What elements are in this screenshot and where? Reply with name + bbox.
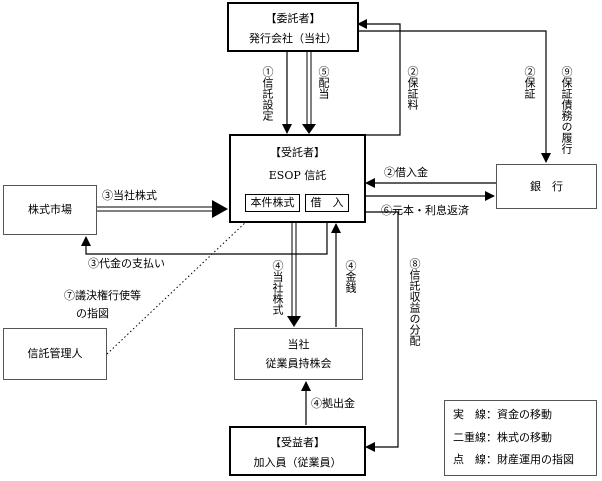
- arrow-distribution: [365, 211, 399, 452]
- label-voting-instruction-2: の指図: [76, 307, 109, 320]
- label-contribution: ④拠出金: [311, 397, 355, 410]
- arrow-voting-instruction: [106, 218, 250, 355]
- trustee-shares-cell: 本件株式: [245, 194, 300, 212]
- trustee-role: 【受託者】: [270, 146, 325, 159]
- label-loan: ②借入金: [384, 166, 428, 179]
- beneficiary-name: 加入員（従業員）: [253, 456, 342, 469]
- trustor-role: 【委託者】: [265, 12, 321, 25]
- trust-admin-name: 信託管理人: [27, 347, 83, 360]
- arrow-esop-shares-head: [287, 316, 301, 327]
- label-guarantee-fee: ②保証料: [406, 66, 419, 110]
- trustee-loan-cell: 借 入: [305, 194, 349, 212]
- esop-association-box: 当社 従業員持株会: [234, 328, 363, 380]
- trustee-name: ESOP 信託: [268, 169, 327, 182]
- label-guarantee-performance: ⑨保証債務の履行: [560, 66, 573, 154]
- arrow-guarantee: [358, 30, 551, 163]
- stock-market-box: 株式市場: [3, 185, 97, 235]
- label-esop-shares: ④当社株式: [271, 260, 284, 315]
- arrow-market-shares-head: [212, 200, 228, 218]
- esop-association-line2: 従業員持株会: [265, 357, 332, 370]
- legend-box: 実 線：資金の移動 二重線：株式の移動 点 線：財産運用の指図: [444, 400, 597, 476]
- label-trust-setting: ①信託設定: [261, 66, 274, 121]
- stock-market-name: 株式市場: [28, 203, 72, 216]
- legend-solid: 実 線：資金の移動: [453, 408, 552, 421]
- label-distribution: ⑧信託収益の分配: [408, 258, 421, 346]
- arrow-guarantee-fee: [357, 19, 401, 136]
- label-payment: ③代金の支払い: [88, 257, 165, 270]
- beneficiary-box: 【受益者】 加入員（従業員）: [229, 426, 366, 476]
- bank-name: 銀 行: [530, 180, 563, 193]
- bank-box: 銀 行: [496, 164, 597, 209]
- label-market-shares: ③当社株式: [102, 189, 157, 202]
- label-cash: ④金銭: [344, 260, 357, 293]
- trustor-box: 【委託者】 発行会社（当社）: [227, 2, 359, 52]
- trustor-name: 発行会社（当社）: [249, 32, 337, 45]
- trust-admin-box: 信託管理人: [3, 328, 107, 380]
- arrow-payment: [81, 222, 328, 255]
- legend-double: 二重線：株式の移動: [453, 431, 552, 444]
- trustee-box: 【受託者】 ESOP 信託 本件株式 借 入: [229, 134, 366, 223]
- esop-association-line1: 当社: [287, 338, 310, 351]
- label-voting-instruction-1: ⑦議決権行使等: [64, 289, 141, 302]
- label-repayment: ⑥元本・利息返済: [381, 204, 469, 217]
- label-dividend: ⑤配当: [317, 66, 330, 99]
- arrow-dividend-head: [302, 124, 316, 134]
- beneficiary-role: 【受益者】: [270, 436, 325, 449]
- label-guarantee: ②保証: [523, 66, 536, 99]
- legend-dotted: 点 線：財産運用の指図: [453, 453, 574, 466]
